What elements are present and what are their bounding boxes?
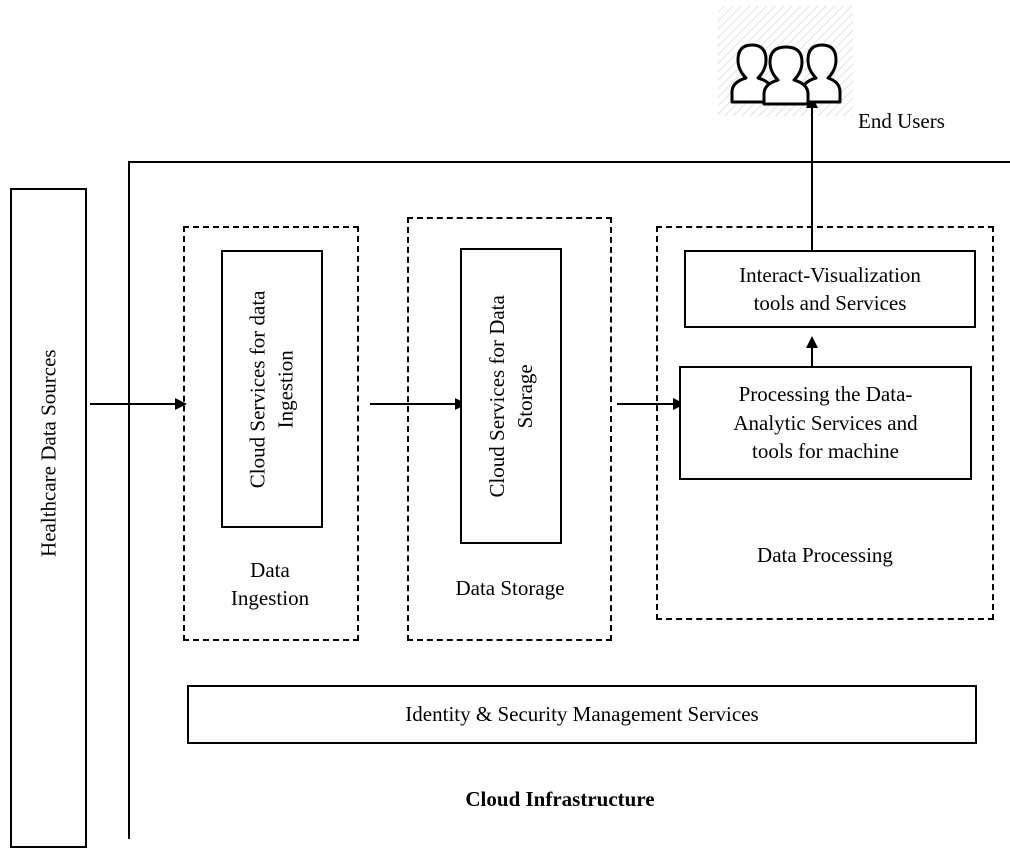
- data-ingestion-group: [183, 226, 359, 641]
- storage-service-label: Cloud Services for Data Storage: [483, 295, 540, 497]
- end-users-label: End Users: [858, 109, 945, 133]
- ingestion-service-line2: Ingestion: [274, 349, 299, 429]
- data-ingestion-line1: Data: [250, 558, 290, 582]
- visualization-services-box: Interact-Visualization tools and Service…: [684, 250, 976, 328]
- analytics-line1: Processing the Data-: [738, 382, 913, 407]
- healthcare-data-sources-box: [10, 188, 87, 848]
- ingestion-service-box: [221, 250, 323, 528]
- analytics-line2: Analytic Services and: [733, 410, 918, 435]
- identity-security-box: Identity & Security Management Services: [187, 685, 977, 744]
- cloud-infrastructure-border: [128, 161, 1010, 839]
- identity-security-label: Identity & Security Management Services: [405, 702, 759, 726]
- ingestion-service-line1: Cloud Services for data: [245, 290, 270, 488]
- healthcare-data-sources-label: Healthcare Data Sources: [36, 349, 61, 557]
- storage-service-line2: Storage: [513, 363, 537, 429]
- data-processing-group: [656, 226, 994, 620]
- data-ingestion-line2: Ingestion: [230, 586, 310, 611]
- cloud-infrastructure-label: Cloud Infrastructure: [465, 787, 655, 811]
- data-processing-label: Data Processing: [757, 543, 893, 567]
- analytics-services-box: Processing the Data- Analytic Services a…: [679, 366, 972, 480]
- users-group-icon: [730, 43, 842, 106]
- visualization-line1: Interact-Visualization: [739, 262, 921, 287]
- analytics-line3: tools for machine: [752, 439, 899, 464]
- storage-service-line1: Cloud Services for Data: [484, 294, 509, 498]
- data-storage-group: [407, 217, 612, 641]
- visualization-line2: tools and Services: [753, 291, 907, 315]
- storage-service-box: [460, 248, 562, 544]
- data-storage-label: Data Storage: [455, 576, 565, 600]
- ingestion-service-label: Cloud Services for data Ingestion: [244, 290, 301, 488]
- data-ingestion-label: Data Ingestion: [200, 556, 340, 613]
